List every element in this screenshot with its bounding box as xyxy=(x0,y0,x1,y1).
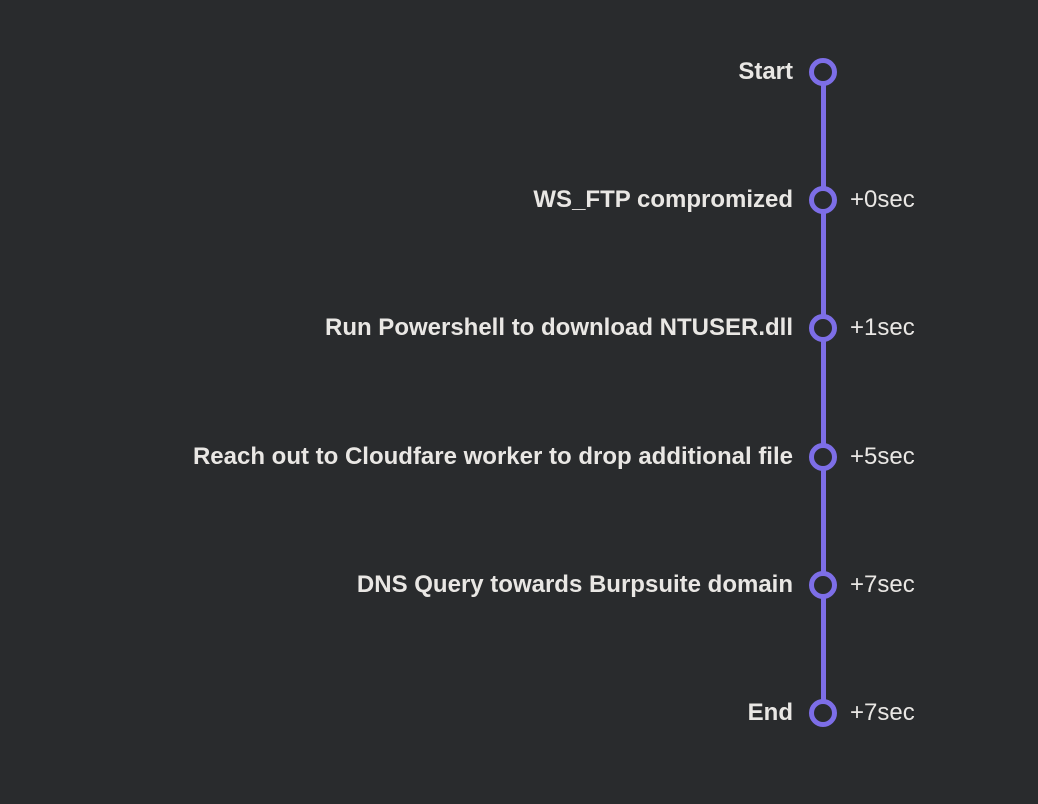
timeline-event: DNS Query towards Burpsuite domain +7sec xyxy=(0,565,1038,605)
timeline-node-marker-icon xyxy=(809,58,837,86)
timeline-event: End +7sec xyxy=(0,693,1038,733)
timeline-event-time: +1sec xyxy=(850,314,915,342)
timeline-event-label: WS_FTP compromized xyxy=(533,186,793,214)
timeline-event-label: Start xyxy=(738,58,793,85)
timeline-node-marker-icon xyxy=(809,186,837,215)
timeline-event-time: +0sec xyxy=(850,186,915,214)
timeline-node-marker-icon xyxy=(809,442,837,471)
timeline-event-label: Run Powershell to download NTUSER.dll xyxy=(324,314,793,342)
timeline-event: Start xyxy=(0,52,1038,92)
timeline-event: WS_FTP compromized +0sec xyxy=(0,180,1038,220)
timeline-event-label: Reach out to Cloudfare worker to drop ad… xyxy=(192,442,793,470)
timeline-event-time: +7sec xyxy=(850,699,915,726)
timeline-event-label: End xyxy=(747,699,793,726)
timeline-node-marker-icon xyxy=(809,699,837,727)
timeline-event-label: DNS Query towards Burpsuite domain xyxy=(356,570,793,598)
timeline-event: Reach out to Cloudfare worker to drop ad… xyxy=(0,437,1038,477)
timeline-event-time: +5sec xyxy=(850,442,915,470)
timeline-event-time: +7sec xyxy=(850,570,915,598)
timeline-line xyxy=(821,72,826,713)
timeline-node-marker-icon xyxy=(809,570,837,599)
timeline-event: Run Powershell to download NTUSER.dll +1… xyxy=(0,308,1038,348)
timeline-node-marker-icon xyxy=(809,314,837,343)
